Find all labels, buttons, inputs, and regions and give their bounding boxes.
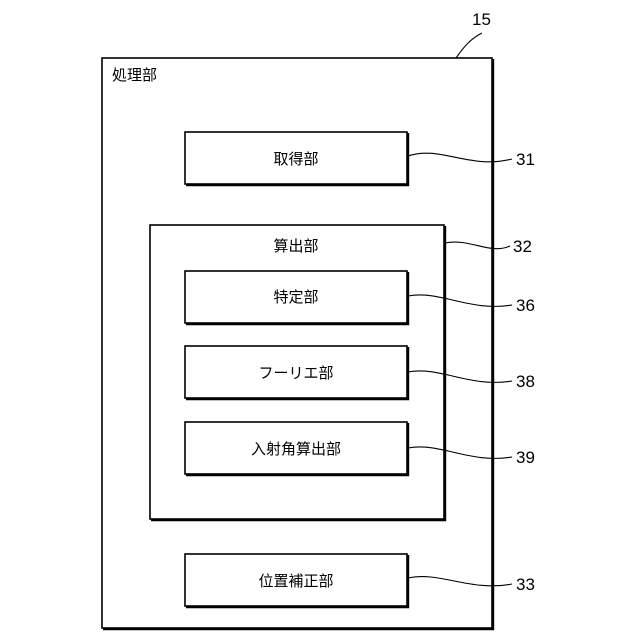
incidence-angle-unit-box: 入射角算出部 xyxy=(185,422,408,475)
processing-unit-leader-line xyxy=(456,33,482,58)
processing-unit-ref: 15 xyxy=(472,10,491,29)
incidence-angle-unit-ref: 39 xyxy=(516,448,535,467)
processing-unit-label: 処理部 xyxy=(112,66,157,84)
position-correction-unit-box: 位置補正部 xyxy=(185,554,408,607)
fourier-unit-ref: 38 xyxy=(516,372,535,391)
position-correction-unit-label: 位置補正部 xyxy=(258,572,333,590)
identification-unit-label: 特定部 xyxy=(273,288,318,306)
acquisition-unit-label: 取得部 xyxy=(273,150,318,168)
acquisition-unit-box: 取得部 xyxy=(185,132,408,185)
identification-unit-ref: 36 xyxy=(516,296,535,315)
calculation-unit-ref: 32 xyxy=(513,237,532,256)
identification-unit-box: 特定部 xyxy=(185,271,408,324)
calculation-unit-label: 算出部 xyxy=(273,237,318,255)
position-correction-unit-ref: 33 xyxy=(516,575,535,594)
acquisition-unit-ref: 31 xyxy=(516,150,535,169)
fourier-unit-label: フーリエ部 xyxy=(258,364,333,382)
fourier-unit-box: フーリエ部 xyxy=(185,346,408,399)
incidence-angle-unit-label: 入射角算出部 xyxy=(251,440,341,458)
